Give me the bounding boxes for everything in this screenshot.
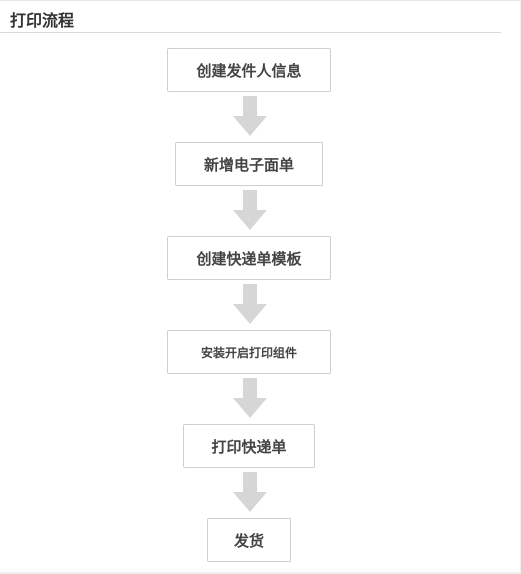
arrow-down-icon — [233, 96, 267, 136]
section-header: 打印流程 — [0, 0, 501, 33]
step-install-print-component[interactable]: 安装开启打印组件 — [167, 330, 331, 374]
arrow-down-icon — [233, 190, 267, 230]
arrow-down-icon — [233, 472, 267, 512]
step-create-waybill-template[interactable]: 创建快递单模板 — [167, 236, 331, 280]
arrow-down-icon — [233, 284, 267, 324]
step-add-e-waybill[interactable]: 新增电子面单 — [175, 142, 323, 186]
print-flow: 创建发件人信息 新增电子面单 创建快递单模板 安装开启打印组件 打印快递单 发货 — [167, 48, 331, 562]
section-title: 打印流程 — [10, 11, 75, 30]
bottom-divider — [0, 572, 521, 574]
step-create-sender-info[interactable]: 创建发件人信息 — [167, 48, 331, 92]
step-ship[interactable]: 发货 — [207, 518, 291, 562]
step-print-waybill[interactable]: 打印快递单 — [183, 424, 315, 468]
arrow-down-icon — [233, 378, 267, 418]
top-divider — [0, 0, 521, 1]
